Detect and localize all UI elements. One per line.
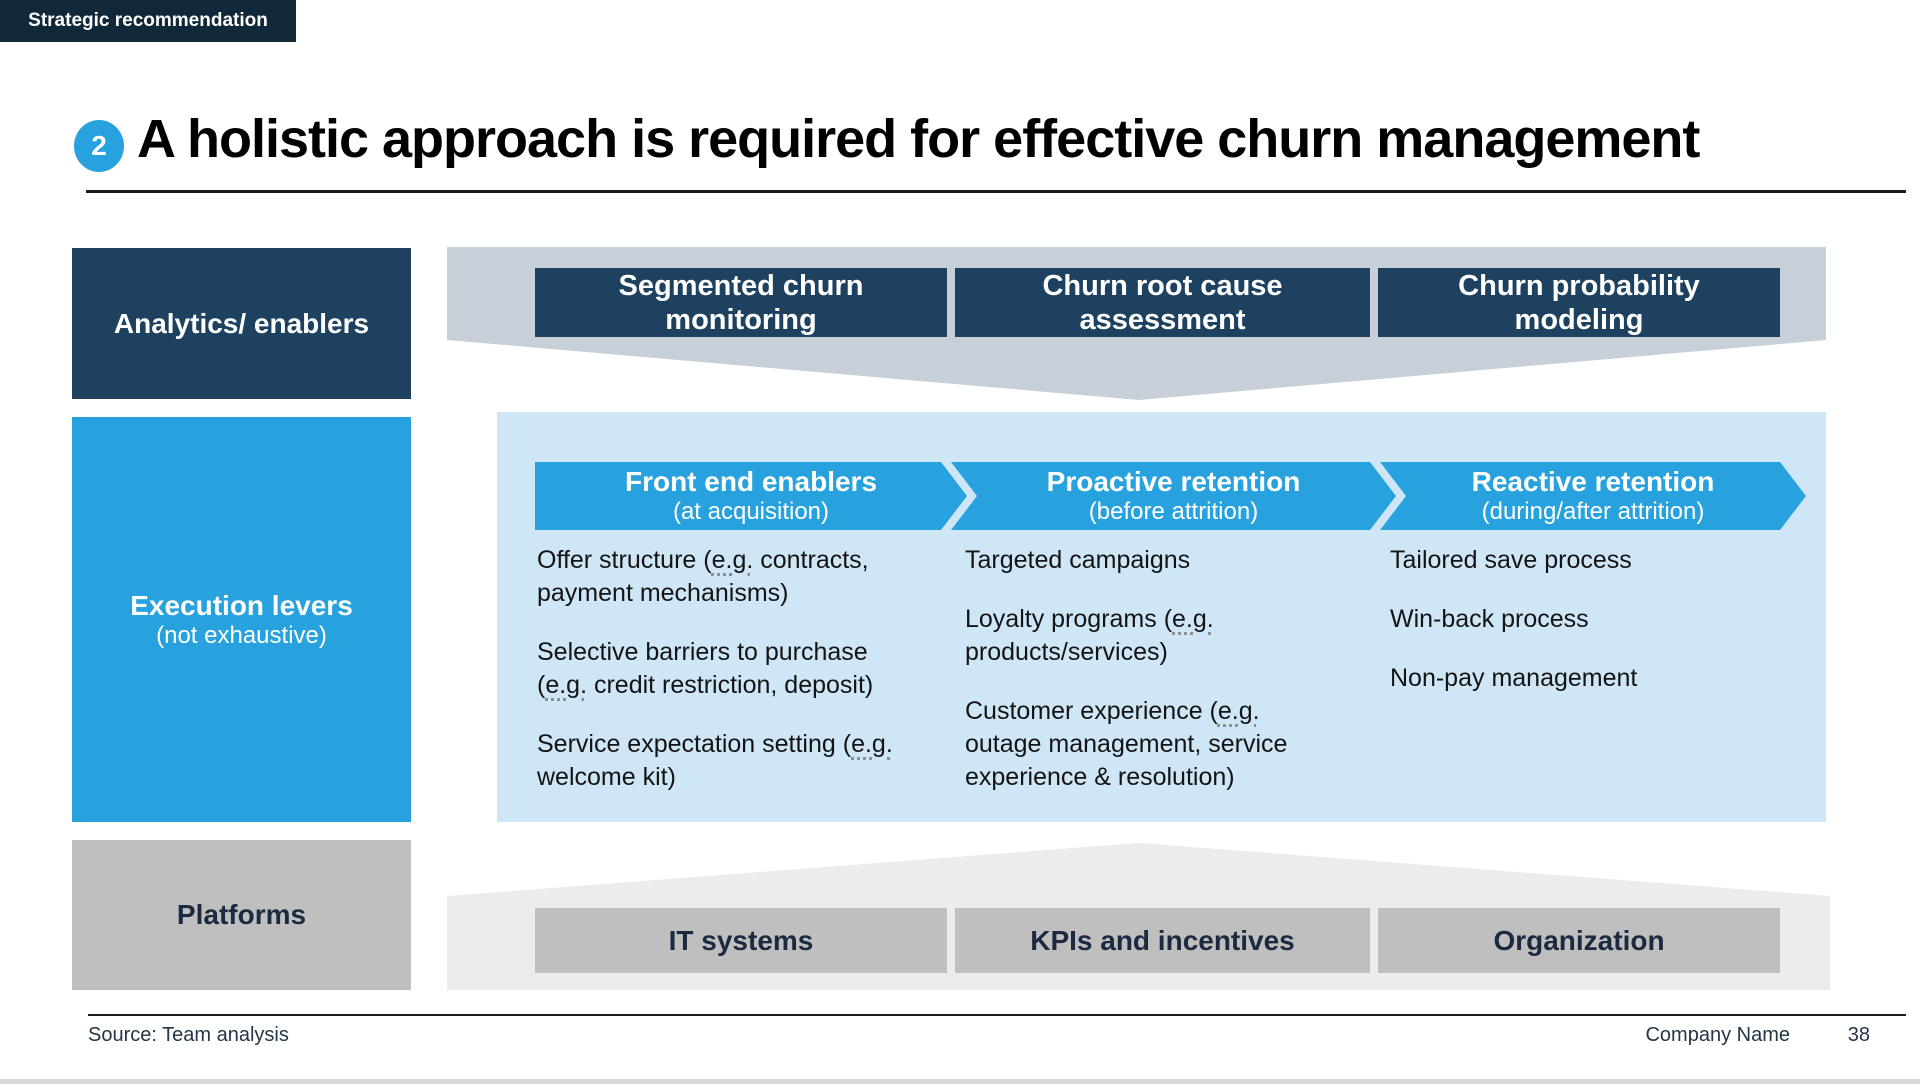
page-title: A holistic approach is required for effe… [137,109,1700,169]
arrow-front-end-enablers: Front end enablers (at acquisition) [535,462,967,530]
arrow-title: Proactive retention [1046,466,1301,497]
lever-item: Targeted campaigns [965,546,1191,574]
lever-item: Customer experience (e.g. outage managem… [965,697,1288,791]
analytics-label: Analytics/ enablers [113,307,370,339]
lever-item: Offer structure (e.g. contracts, payment… [537,546,869,607]
section-number-badge: 2 [74,120,124,172]
arrow-title: Reactive retention [1471,466,1715,497]
execution-column-front-end: Offer structure (e.g. contracts, payment… [537,544,947,820]
arrow-subtitle: (during/after attrition) [1481,498,1705,525]
lever-item: Selective barriers to purchase (e.g. cre… [537,638,874,699]
execution-column-proactive: Targeted campaigns Loyalty programs (e.g… [965,544,1365,820]
analytics-box-2: Churn root cause assessment [955,268,1370,337]
arrow-subtitle: (at acquisition) [672,498,830,525]
row-label-analytics: Analytics/ enablers [72,248,411,399]
lever-item: Tailored save process [1390,546,1632,574]
lever-item: Service expectation setting (e.g. welcom… [537,730,893,791]
arrow-reactive-retention: Reactive retention (during/after attriti… [1380,462,1806,530]
arrow-title: Front end enablers [624,466,878,497]
company-name: Company Name [1645,1024,1790,1046]
arrow-proactive-retention: Proactive retention (before attrition) [951,462,1396,530]
platform-box-1: IT systems [535,908,947,973]
slide-tag: Strategic recommendation [0,0,296,42]
slide-bottom-strip [0,1079,1920,1084]
lever-item: Loyalty programs (e.g. products/services… [965,605,1214,666]
title-divider [86,190,1906,193]
row-label-platforms: Platforms [72,840,411,990]
analytics-box-3: Churn probability modeling [1378,268,1780,337]
arrow-subtitle: (before attrition) [1088,498,1259,525]
analytics-box-1: Segmented churn monitoring [535,268,947,337]
row-label-execution: Execution levers (not exhaustive) [72,417,411,822]
page-number: 38 [1847,1024,1870,1046]
platforms-label: Platforms [176,899,307,930]
lever-item: Win-back process [1390,605,1589,633]
platform-box-3: Organization [1378,908,1780,973]
execution-sublabel: (not exhaustive) [156,621,327,649]
source-note: Source: Team analysis [88,1024,289,1046]
lever-item: Non-pay management [1390,664,1638,692]
footer-divider [88,1014,1906,1016]
platform-box-2: KPIs and incentives [955,908,1370,973]
execution-column-reactive: Tailored save process Win-back process N… [1390,544,1780,721]
execution-label: Execution levers [130,589,353,621]
